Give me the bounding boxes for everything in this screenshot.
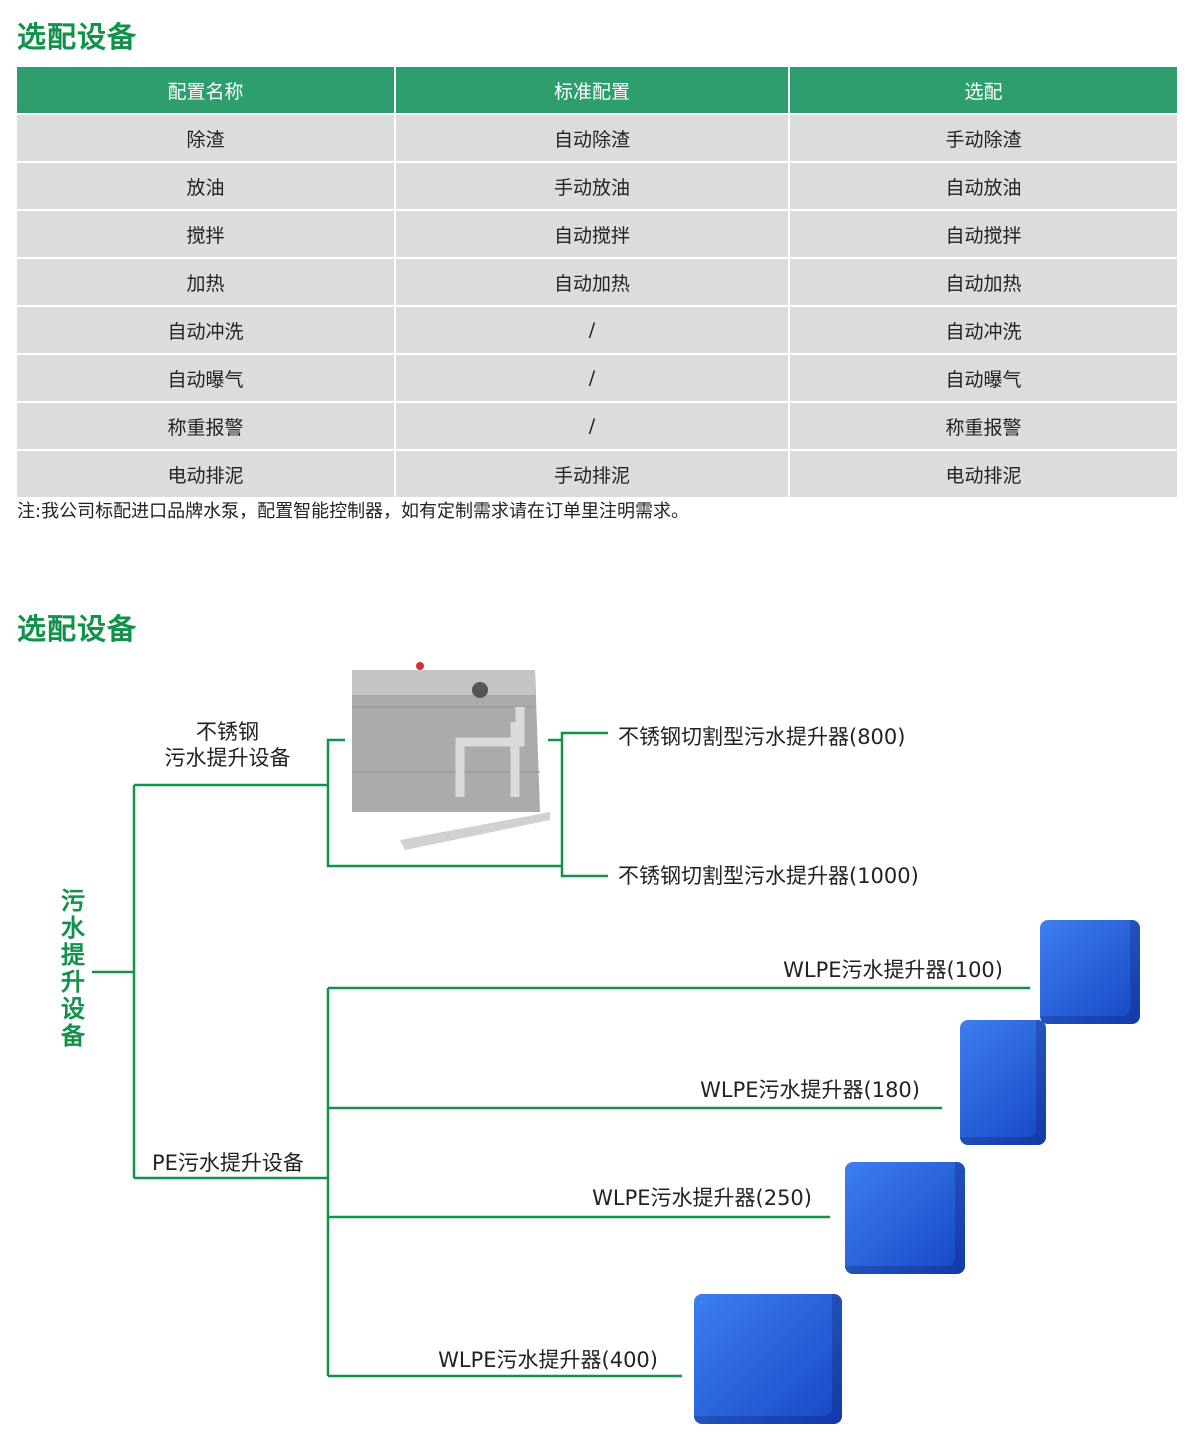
table-cell: 电动排泥 [789,449,1177,497]
table-cell: 称重报警 [17,401,396,450]
column-header: 配置名称 [17,67,396,114]
table-cell: 手动放油 [395,161,790,210]
table-cell: 自动冲洗 [789,305,1177,354]
product-label: 不锈钢切割型污水提升器(1000) [618,864,919,888]
column-header: 选配 [789,67,1177,114]
stainless-steel-unit-image [352,662,550,850]
table-cell: 搅拌 [17,209,396,258]
table-cell: 加热 [17,257,396,306]
table-cell: 自动加热 [789,257,1177,306]
table-row: 自动冲洗/自动冲洗 [17,305,1177,354]
root-label: 污水提升设备 [61,887,85,1050]
table-cell: 自动搅拌 [789,209,1177,258]
product-label: 不锈钢切割型污水提升器(800) [618,725,906,749]
table-header-row: 配置名称 标准配置 选配 [17,67,1177,114]
wlpe-100-image [1040,920,1140,1024]
product-label: WLPE污水提升器(180) [700,1078,920,1102]
connector-line [326,738,562,868]
steel-category-label: 不锈钢 污水提升设备 [160,719,295,771]
product-label: WLPE污水提升器(400) [438,1348,658,1372]
table-cell: 放油 [17,161,396,210]
pe-category-label: PE污水提升设备 [152,1151,304,1175]
table-row: 自动曝气/自动曝气 [17,353,1177,402]
wlpe-400-image [694,1294,842,1424]
table-row: 搅拌自动搅拌自动搅拌 [17,209,1177,258]
wlpe-180-image [960,1020,1046,1145]
table-row: 电动排泥手动排泥电动排泥 [17,449,1177,497]
table-cell: 手动排泥 [395,449,790,497]
section-title: 选配设备 [17,20,138,54]
table-row: 称重报警/称重报警 [17,401,1177,450]
table-row: 放油手动放油自动放油 [17,161,1177,210]
label-line: 污水提升设备 [164,746,291,770]
product-label: WLPE污水提升器(100) [783,958,1003,982]
table-cell: 除渣 [17,113,396,162]
table-cell: / [395,305,790,354]
label-line: 不锈钢 [196,720,259,744]
table-cell: / [395,401,790,450]
table-row: 除渣自动除渣手动除渣 [17,113,1177,162]
table-row: 加热自动加热自动加热 [17,257,1177,306]
footnote: 注:我公司标配进口品牌水泵，配置智能控制器，如有定制需求请在订单里注明需求。 [17,501,690,522]
table-cell: 手动除渣 [789,113,1177,162]
table-cell: 自动加热 [395,257,790,306]
wlpe-250-image [845,1162,965,1274]
product-label: WLPE污水提升器(250) [592,1186,812,1210]
section-title: 选配设备 [17,612,138,646]
table-cell: / [395,353,790,402]
table-cell: 电动排泥 [17,449,396,497]
table-cell: 自动曝气 [17,353,396,402]
table-cell: 自动放油 [789,161,1177,210]
column-header: 标准配置 [395,67,790,114]
config-table: 配置名称 标准配置 选配 除渣自动除渣手动除渣放油手动放油自动放油搅拌自动搅拌自… [17,67,1177,497]
table-cell: 自动搅拌 [395,209,790,258]
table-cell: 自动冲洗 [17,305,396,354]
connector-line [560,731,608,878]
table-cell: 称重报警 [789,401,1177,450]
table-cell: 自动除渣 [395,113,790,162]
table-cell: 自动曝气 [789,353,1177,402]
